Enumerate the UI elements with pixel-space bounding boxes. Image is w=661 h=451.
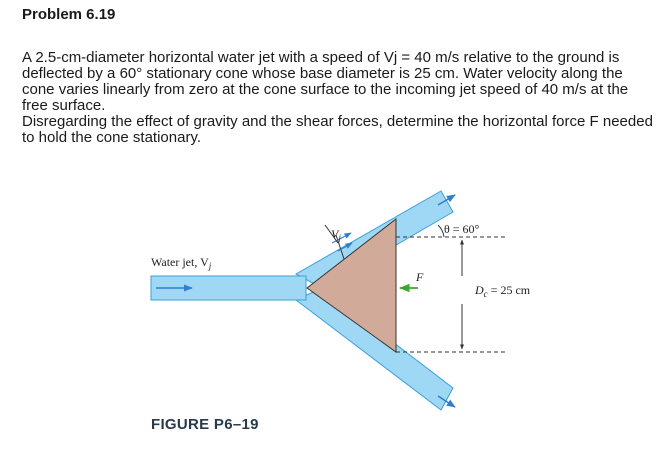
water-jet-label: Water jet, Vj <box>151 255 212 271</box>
lower-exit-arrow <box>437 395 456 408</box>
vj-label: Vj <box>331 227 341 243</box>
cone <box>306 217 397 353</box>
problem-title: Problem 6.19 <box>22 6 116 23</box>
diameter-label: Dc = 25 cm <box>474 283 531 299</box>
theta-label: θ = 60° <box>444 222 480 236</box>
force-label: F <box>415 270 424 284</box>
velocity-profile-arrow-1 <box>331 232 352 244</box>
angle-arc <box>437 224 445 238</box>
vj-leader-line <box>324 224 339 244</box>
problem-paragraph-1: A 2.5-cm-diameter horizontal water jet w… <box>22 49 629 114</box>
upper-exit-arrow <box>437 194 456 206</box>
figure-caption: FIGURE P6–19 <box>151 416 259 433</box>
velocity-profile-line <box>335 234 345 260</box>
velocity-profile-arrow-2 <box>337 242 353 252</box>
problem-paragraph-2: Disregarding the effect of gravity and t… <box>22 113 653 146</box>
problem-statement: A 2.5-cm-diameter horizontal water jet w… <box>22 50 654 146</box>
